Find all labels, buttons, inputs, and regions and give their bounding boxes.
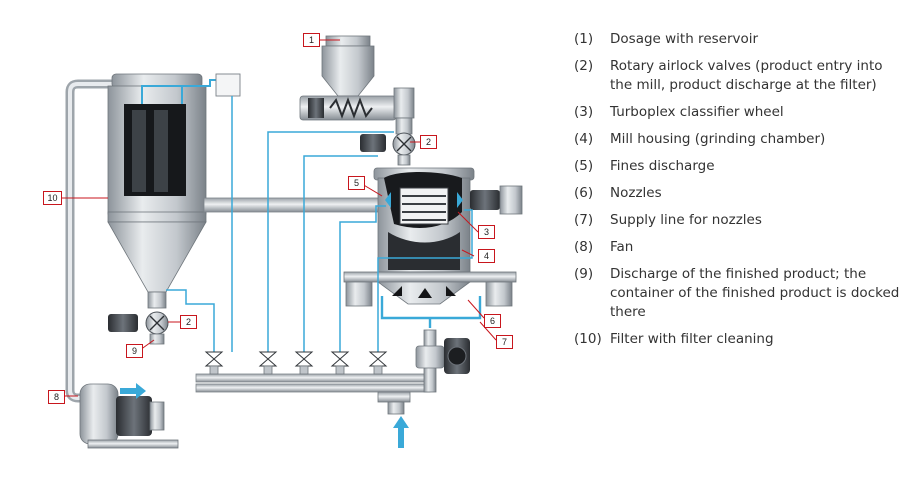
filter-unit [107,73,207,309]
legend-text: Supply line for nozzles [610,212,762,228]
legend-text: Turboplex classifier wheel [610,104,784,120]
legend-text: Discharge of the finished product; the c… [610,266,900,320]
legend-item: (1) Dosage with reservoir [574,30,904,49]
callout-1: 1 [303,33,320,47]
legend-text: Rotary airlock valves (product entry int… [610,58,883,93]
legend-number: (10) [574,331,602,347]
legend-text: Nozzles [610,185,662,201]
callout-8: 8 [48,390,65,404]
legend: (1) Dosage with reservoir (2) Rotary airlo… [574,30,904,357]
legend-number: (6) [574,185,594,201]
air-inlet-arrow [393,416,409,448]
legend-text: Dosage with reservoir [610,31,759,47]
legend-item: (8) Fan [574,238,904,257]
legend-number: (7) [574,212,594,228]
fan-unit [79,383,179,449]
filter-return-pipe [65,79,118,403]
valve-manifold [195,329,470,415]
legend-number: (1) [574,31,594,47]
airlock-valve-mill [360,132,416,166]
legend-text: Fan [610,239,634,255]
callout-9: 9 [126,344,143,358]
nozzle-arrow-left [385,192,391,208]
legend-item: (10) Filter with filter cleaning [574,330,904,349]
mill-housing [343,167,523,307]
callout-2-top: 2 [420,135,437,149]
dosage-reservoir [299,35,415,135]
legend-number: (2) [574,58,594,74]
legend-item: (7) Supply line for nozzles [574,211,904,230]
process-diagram [60,35,523,449]
legend-number: (9) [574,266,594,282]
legend-number: (8) [574,239,594,255]
callout-5: 5 [348,176,365,190]
compressed-air-lines [166,96,473,352]
legend-item: (3) Turboplex classifier wheel [574,103,904,122]
legend-text: Mill housing (grinding chamber) [610,131,826,147]
filter-cleaning-lines [141,79,216,104]
fines-duct [203,197,385,213]
legend-number: (5) [574,158,594,174]
legend-text: Filter with filter cleaning [610,331,774,347]
callout-6: 6 [484,314,501,328]
airlock-valve-filter [108,311,169,345]
legend-item: (6) Nozzles [574,184,904,203]
nozzle-arrow-right [457,192,463,208]
legend-text: Fines discharge [610,158,715,174]
callout-2-bottom: 2 [180,315,197,329]
nozzle-supply-line [380,296,482,328]
legend-item: (5) Fines discharge [574,157,904,176]
legend-number: (4) [574,131,594,147]
legend-item: (9) Discharge of the finished product; th… [574,265,904,322]
callout-leaders [60,39,497,397]
callout-4: 4 [478,249,495,263]
callout-10: 10 [43,191,62,205]
callout-7: 7 [496,335,513,349]
legend-item: (2) Rotary airlock valves (product entry … [574,57,904,95]
fan-exhaust-arrow [120,383,146,399]
callout-3: 3 [478,225,495,239]
filter-control-box [215,73,241,97]
legend-item: (4) Mill housing (grinding chamber) [574,130,904,149]
legend-number: (3) [574,104,594,120]
